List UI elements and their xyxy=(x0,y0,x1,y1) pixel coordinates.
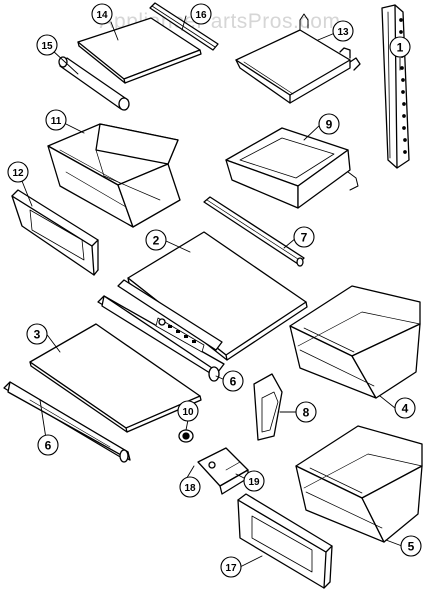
callout-label-3: 3 xyxy=(34,328,41,342)
part-5-crisper xyxy=(295,425,423,543)
callouts: 1 2 3 4 5 6 6 7 8 9 10 11 12 13 14 15 16… xyxy=(7,3,422,578)
callout-13: 13 xyxy=(332,20,354,42)
callout-label-8: 8 xyxy=(303,406,310,420)
callout-19: 19 xyxy=(243,470,265,492)
callout-label-11: 11 xyxy=(51,116,62,127)
part-1-rail xyxy=(381,4,410,169)
callout-label-2: 2 xyxy=(153,234,160,248)
callout-label-6a: 6 xyxy=(230,375,237,389)
callout-label-5: 5 xyxy=(408,540,415,554)
callout-label-19: 19 xyxy=(248,477,260,488)
part-8-cover xyxy=(253,373,283,441)
part-10-knob xyxy=(178,429,194,443)
callout-6b: 6 xyxy=(37,434,59,456)
part-17-front-panel xyxy=(237,493,333,589)
callout-label-16: 16 xyxy=(195,10,207,21)
part-14-glass-shelf xyxy=(77,17,202,84)
callout-label-14: 14 xyxy=(96,10,108,21)
callout-9: 9 xyxy=(318,113,340,135)
callout-10: 10 xyxy=(177,400,199,422)
callout-label-1: 1 xyxy=(397,41,404,55)
part-11-bin xyxy=(47,123,181,228)
part-19-control xyxy=(197,447,249,495)
part-15-rod xyxy=(58,56,130,111)
callout-2: 2 xyxy=(145,229,167,251)
callout-16: 16 xyxy=(190,3,212,25)
callout-5: 5 xyxy=(400,535,422,557)
callout-7: 7 xyxy=(293,226,315,248)
callout-label-7: 7 xyxy=(301,231,308,245)
part-6-trim-upper xyxy=(97,279,225,382)
callout-11: 11 xyxy=(45,109,67,131)
callout-17: 17 xyxy=(220,556,242,578)
callout-label-15: 15 xyxy=(41,41,53,52)
callout-label-9: 9 xyxy=(326,118,333,132)
callout-15: 15 xyxy=(36,34,58,56)
callout-label-18: 18 xyxy=(184,483,196,494)
part-6-trim-lower xyxy=(3,381,131,463)
callout-label-13: 13 xyxy=(337,27,349,38)
callout-label-12: 12 xyxy=(12,168,24,179)
callout-label-6b: 6 xyxy=(45,439,52,453)
part-4-crisper xyxy=(289,285,421,399)
callout-1: 1 xyxy=(389,36,411,58)
callout-4: 4 xyxy=(394,397,416,419)
part-12-front-panel xyxy=(11,189,99,276)
part-3-glass-shelf xyxy=(29,323,202,433)
callout-18: 18 xyxy=(179,476,201,498)
callout-label-17: 17 xyxy=(225,563,237,574)
callout-6a: 6 xyxy=(222,370,244,392)
callout-3: 3 xyxy=(26,323,48,345)
callout-label-10: 10 xyxy=(182,407,194,418)
callout-8: 8 xyxy=(295,401,317,423)
callout-12: 12 xyxy=(7,161,29,183)
callout-14: 14 xyxy=(91,3,113,25)
part-13-wire-shelf xyxy=(235,13,361,104)
part-7-trim xyxy=(203,196,305,267)
callout-label-4: 4 xyxy=(402,402,409,416)
part-16-trim xyxy=(149,2,219,51)
part-9-frame xyxy=(225,127,359,209)
